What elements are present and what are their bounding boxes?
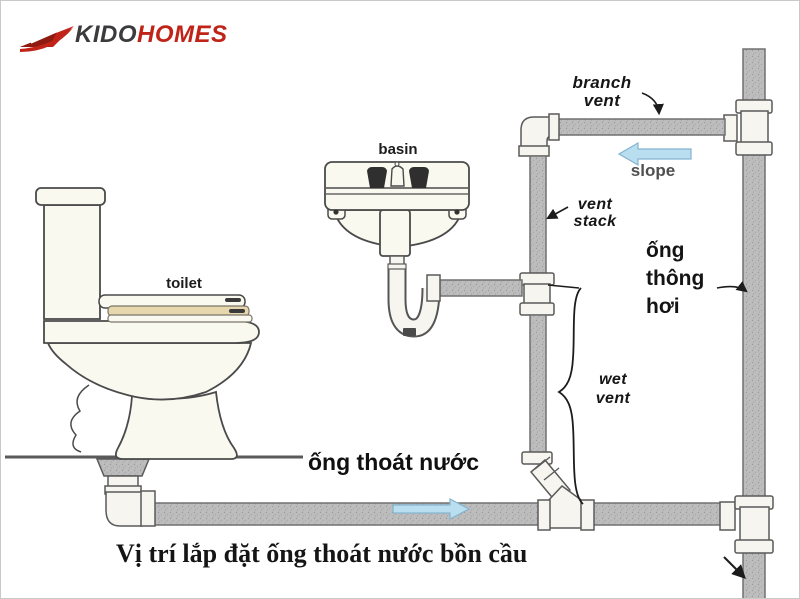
logo-text-kido: KIDO <box>75 21 137 48</box>
label-vent-stack: vent stack <box>573 196 617 230</box>
faucet-icon <box>367 161 429 188</box>
logo-text-homes: HOMES <box>137 21 228 48</box>
stack-down-arrow <box>723 556 746 579</box>
label-toilet: toilet <box>166 275 202 292</box>
branch-vent-leader <box>641 92 664 116</box>
basin-figure <box>324 161 523 338</box>
drain-flow-arrow-icon <box>392 498 471 520</box>
label-branch-vent: branch vent <box>572 73 632 110</box>
slope-arrow-icon <box>617 141 692 167</box>
diagram-caption: Vị trí lắp đặt ống thoát nước bồn cầu <box>116 539 528 568</box>
label-slope: slope <box>630 161 676 180</box>
branch-vent-pipe <box>518 113 726 157</box>
logo-kidohomes: KIDOHOMES <box>75 21 228 49</box>
wet-vent-brace <box>557 287 584 505</box>
toilet-drain-fitting <box>95 458 156 527</box>
wet-vent-pipe <box>521 314 595 531</box>
label-basin: basin <box>378 141 418 158</box>
vent-stack-pipe <box>519 155 555 316</box>
wet-vent-top-tick <box>547 284 580 289</box>
toilet-seat <box>98 294 253 323</box>
label-wet-vent: wet vent <box>595 371 631 407</box>
toilet-figure <box>35 187 260 460</box>
main-stack-pipe <box>719 48 774 598</box>
logo-swoosh-icon <box>20 26 74 52</box>
label-drain-pipe-vi: ống thoát nước <box>308 449 479 475</box>
vent-stack-leader <box>546 206 569 220</box>
label-vent-pipe-vi: ống thông hơi <box>646 239 705 318</box>
vent-pipe-vi-leader <box>716 281 748 293</box>
